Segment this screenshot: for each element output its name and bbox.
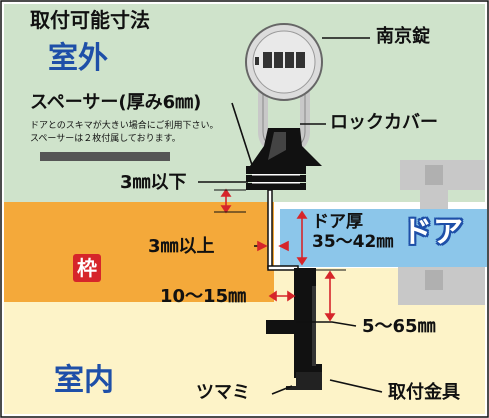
- spacer-note-1: ドアとのスキマが大きい場合にご利用下さい。: [30, 121, 219, 131]
- min-gap-label: 3㎜以上: [148, 236, 215, 257]
- leader-bracket: [329, 379, 383, 393]
- offset-label: 10～15㎜: [160, 286, 247, 307]
- door-label: ドア: [402, 215, 464, 250]
- leader-depth: [296, 321, 357, 327]
- page-title: 取付可能寸法: [30, 8, 150, 32]
- inside-label: 室内: [54, 363, 114, 398]
- knob: [286, 372, 322, 390]
- leader-lines: [198, 37, 383, 395]
- frame-badge: 枠: [73, 254, 101, 282]
- outside-label: 室外: [48, 41, 108, 76]
- spacer-sample: [40, 152, 170, 161]
- padlock-label: 南京錠: [376, 26, 430, 47]
- spacer-label: スペーサー(厚み6㎜): [30, 92, 202, 113]
- leader-spacer: [231, 102, 253, 166]
- lock-cover-label: ロックカバー: [330, 112, 438, 133]
- spacer-note-2: スペーサーは２枚付属しております。: [30, 134, 181, 144]
- depth-label: 5～65㎜: [362, 316, 436, 337]
- door-thickness-range: 35～42㎜: [312, 232, 394, 252]
- door-thickness-title: ドア厚: [312, 212, 363, 232]
- lock-cover: [246, 128, 322, 190]
- dimension-arrow-icon: [214, 188, 346, 322]
- bracket-label: 取付金具: [388, 382, 460, 403]
- knob-label: ツマミ: [196, 382, 250, 403]
- door-frame: [4, 202, 274, 302]
- door: [280, 209, 487, 267]
- max-gap-label: 3㎜以下: [120, 172, 187, 193]
- leader-knob: [271, 385, 293, 395]
